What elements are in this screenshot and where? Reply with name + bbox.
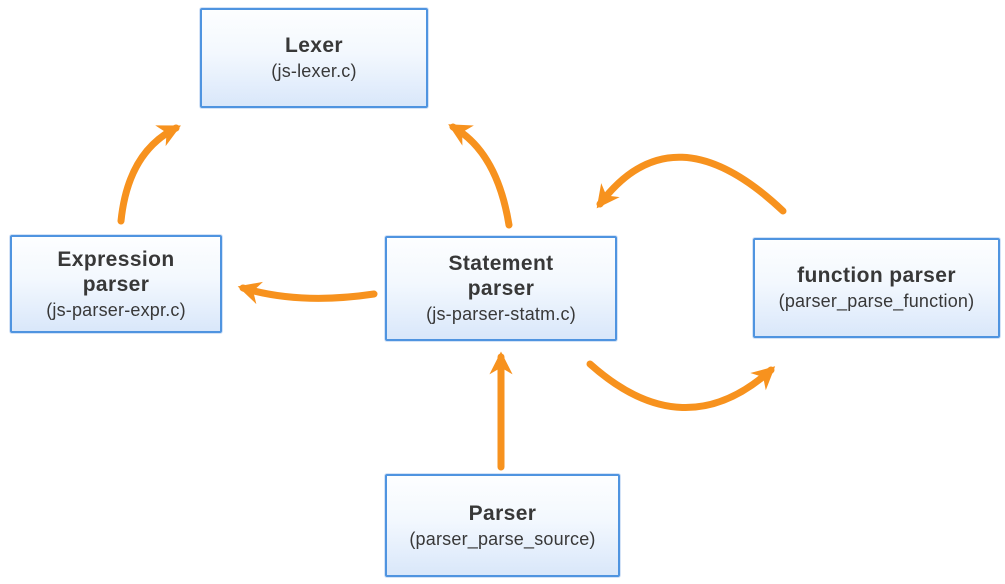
arrow-expression-to-lexer [117, 124, 181, 225]
node-expression-parser-title: Expression parser [57, 247, 175, 296]
node-statement-parser-subtitle: (js-parser-statm.c) [426, 304, 576, 325]
arrow-function-to-statement [596, 153, 787, 215]
node-statement-parser: Statement parser (js-parser-statm.c) [385, 236, 617, 341]
node-lexer: Lexer (js-lexer.c) [200, 8, 428, 108]
node-statement-parser-title: Statement parser [448, 252, 554, 301]
node-function-parser: function parser (parser_parse_function) [753, 238, 1000, 338]
node-function-parser-subtitle: (parser_parse_function) [778, 291, 975, 312]
arrow-statement-to-function [586, 360, 776, 412]
node-parser-title: Parser [468, 501, 537, 525]
node-lexer-title: Lexer [284, 34, 344, 58]
node-parser-subtitle: (parser_parse_source) [409, 528, 596, 549]
node-expression-parser: Expression parser (js-parser-expr.c) [10, 235, 222, 333]
arrow-statement-to-expression [237, 281, 378, 305]
node-expression-parser-subtitle: (js-parser-expr.c) [46, 299, 186, 320]
arrow-statement-to-lexer [448, 123, 513, 229]
node-parser: Parser (parser_parse_source) [385, 474, 620, 577]
node-function-parser-title: function parser [797, 264, 956, 288]
node-lexer-subtitle: (js-lexer.c) [271, 61, 357, 82]
